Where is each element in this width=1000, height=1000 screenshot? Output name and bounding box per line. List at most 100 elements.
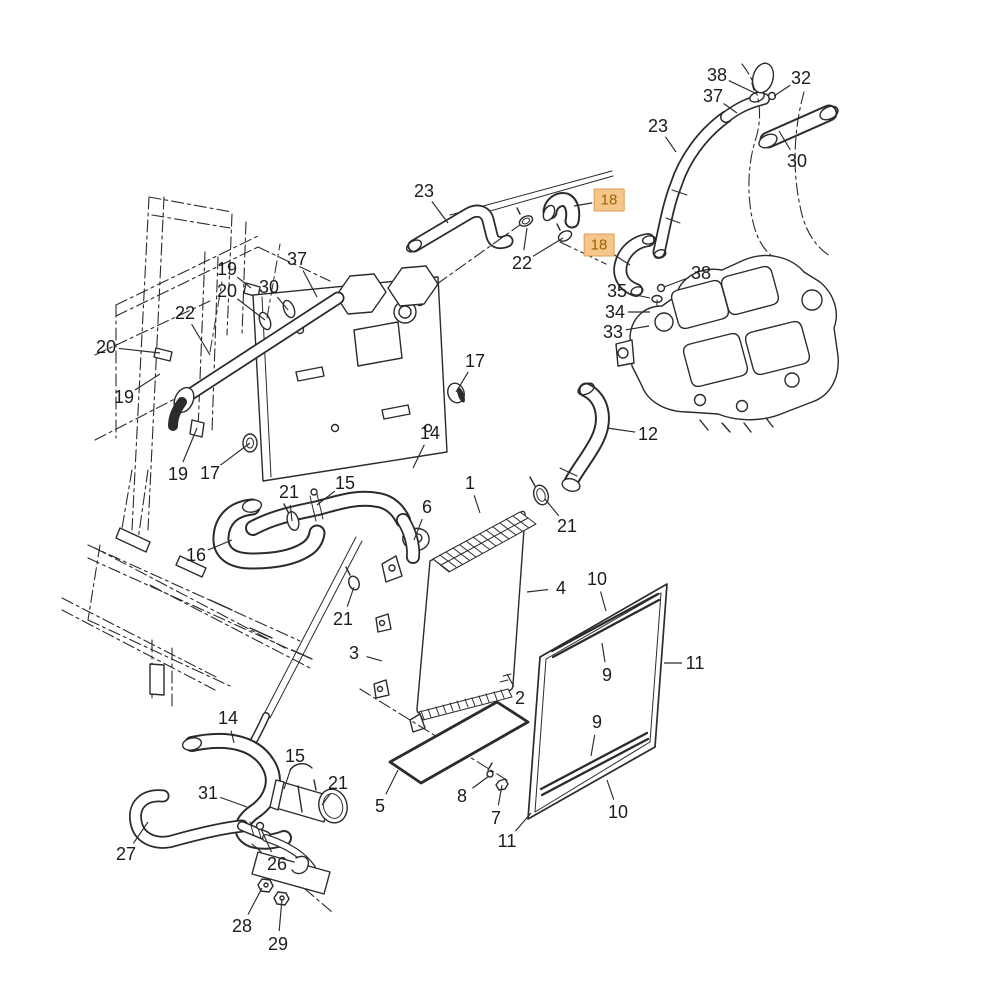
thin-pipe — [246, 536, 363, 752]
leader-line — [134, 373, 161, 391]
leader-line — [346, 586, 355, 607]
leader-line — [302, 270, 318, 298]
leader-line — [278, 898, 283, 932]
callout-15: 15 — [334, 473, 356, 493]
leader-line — [236, 276, 252, 289]
fender-outline — [741, 63, 831, 267]
pipe-23-right — [652, 82, 777, 259]
callout-17: 17 — [199, 463, 221, 483]
callout-21: 21 — [556, 516, 578, 536]
callout-33: 33 — [602, 322, 624, 342]
callout-19: 19 — [167, 464, 189, 484]
leader-line — [532, 237, 564, 257]
callout-34: 34 — [604, 302, 626, 322]
leader-line — [606, 779, 615, 800]
callout-37: 37 — [286, 249, 308, 269]
callout-14: 14 — [419, 423, 441, 443]
leader-line — [236, 298, 266, 321]
callout-22: 22 — [511, 253, 533, 273]
engine-block — [615, 254, 839, 433]
callout-11: 11 — [685, 653, 705, 673]
callout-15: 15 — [284, 746, 306, 766]
callout-20: 20 — [216, 281, 238, 301]
callout-18-highlighted[interactable]: 18 — [583, 233, 615, 257]
callout-14: 14 — [217, 708, 239, 728]
hose-16 — [212, 498, 326, 570]
callout-19: 19 — [216, 259, 238, 279]
leader-line — [385, 769, 399, 795]
callout-20: 20 — [95, 337, 117, 357]
panel-5 — [359, 688, 530, 791]
leader-line — [472, 775, 490, 789]
hose-18-elbow — [516, 192, 607, 265]
callout-28: 28 — [231, 916, 253, 936]
grab-handle — [751, 62, 775, 94]
callout-23: 23 — [413, 181, 435, 201]
hose-23-upper — [405, 170, 614, 285]
leader-line — [289, 504, 293, 522]
leader-line — [573, 202, 593, 207]
callout-27: 27 — [115, 844, 137, 864]
callout-21: 21 — [332, 609, 354, 629]
pipe-30 — [758, 104, 839, 149]
leader-line — [723, 103, 738, 114]
callout-7: 7 — [490, 808, 502, 828]
leader-line — [230, 730, 235, 744]
callout-38: 38 — [690, 263, 712, 283]
leader-line — [247, 887, 263, 915]
chassis-frame-outline — [61, 196, 331, 707]
callout-12: 12 — [637, 424, 659, 444]
leader-line — [473, 495, 481, 514]
leader-line — [455, 371, 469, 393]
leader-line — [773, 84, 791, 97]
callout-29: 29 — [267, 934, 289, 954]
leader-line — [321, 793, 331, 806]
leader-line — [664, 136, 677, 153]
hose-12 — [529, 382, 610, 506]
leader-line — [728, 80, 758, 95]
callout-5: 5 — [374, 796, 386, 816]
leader-line — [413, 518, 423, 541]
leader-line — [182, 427, 198, 463]
callout-10: 10 — [607, 802, 629, 822]
leader-line — [515, 812, 532, 832]
callout-30: 30 — [258, 277, 280, 297]
callout-18-highlighted[interactable]: 18 — [593, 188, 625, 212]
leader-line — [625, 325, 650, 331]
leader-line — [544, 498, 560, 517]
leader-line — [316, 490, 336, 506]
leader-line — [506, 673, 515, 687]
hose-14-middle — [245, 488, 421, 564]
callout-8: 8 — [456, 786, 468, 806]
leader-line — [612, 253, 631, 266]
leader-line — [606, 427, 636, 433]
leader-line — [220, 442, 251, 466]
leader-line — [663, 277, 690, 288]
callout-21: 21 — [327, 773, 349, 793]
callout-11: 11 — [497, 831, 517, 851]
callout-31: 31 — [197, 783, 219, 803]
callout-4: 4 — [555, 578, 567, 598]
lower-hose-assembly — [129, 733, 348, 913]
callout-3: 3 — [348, 643, 360, 663]
callout-37: 37 — [702, 86, 724, 106]
callout-1: 1 — [464, 473, 476, 493]
leader-line — [132, 821, 149, 844]
callout-2: 2 — [514, 688, 526, 708]
callout-26: 26 — [266, 854, 288, 874]
seal-frame-11 — [527, 583, 668, 820]
leader-line — [118, 347, 161, 354]
leader-line — [431, 201, 449, 224]
leader-line — [601, 642, 606, 663]
callout-16: 16 — [185, 545, 207, 565]
leader-line — [276, 296, 289, 311]
radiator — [373, 510, 537, 733]
leader-line — [283, 768, 292, 790]
callout-22: 22 — [174, 303, 196, 323]
callout-35: 35 — [606, 281, 628, 301]
callout-21: 21 — [278, 482, 300, 502]
leader-line — [207, 539, 233, 551]
